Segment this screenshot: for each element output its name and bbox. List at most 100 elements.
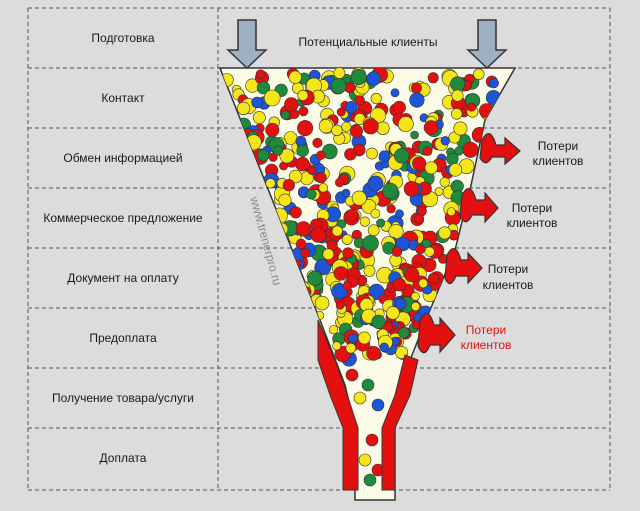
funnel-ball: [336, 107, 346, 117]
loss-arrow-icon: [417, 313, 456, 354]
funnel-ball: [409, 92, 425, 108]
funnel-ball: [397, 116, 414, 132]
funnel-ball: [318, 118, 334, 134]
funnel-ball: [440, 136, 450, 146]
funnel-ball: [342, 247, 354, 259]
funnel-ball: [427, 72, 439, 84]
funnel-ball: [278, 193, 292, 207]
stage-label: Подготовка: [91, 31, 154, 45]
funnel-ball: [335, 300, 345, 310]
funnel-ball: [379, 342, 389, 352]
potential-clients-label: Потенциальные клиенты: [299, 35, 438, 49]
funnel-ball: [448, 163, 463, 177]
funnel-ball: [357, 331, 371, 345]
stage-label: Контакт: [101, 91, 145, 105]
funnel-ball: [333, 68, 346, 79]
funnel-ball: [446, 152, 459, 166]
funnel-ball: [318, 183, 328, 193]
funnel-ball: [345, 368, 359, 382]
loss-labels: Потери клиентов Потери клиентов Потери к…: [461, 139, 584, 352]
funnel-ball: [298, 106, 309, 117]
funnel-ball: [341, 121, 352, 132]
loss-label: Потери: [512, 201, 552, 215]
funnel-ball: [322, 248, 335, 260]
funnel-ball: [378, 150, 391, 162]
stage-label: Обмен информацией: [63, 151, 182, 165]
loss-label: Потери: [466, 323, 506, 337]
stage-label: Доплата: [100, 451, 147, 465]
funnel-ball: [434, 187, 444, 196]
funnel-ball: [295, 221, 312, 237]
funnel-ball: [279, 148, 295, 164]
funnel-ball: [363, 473, 377, 487]
funnel-ball: [310, 226, 327, 243]
funnel-ball: [450, 76, 466, 92]
funnel-ball: [307, 270, 323, 286]
funnel-ball: [330, 78, 347, 94]
funnel-ball: [398, 327, 410, 339]
loss-arrow-icon: [444, 248, 483, 285]
funnel-ball: [289, 206, 302, 219]
funnel-ball: [351, 190, 367, 206]
funnel-ball: [424, 161, 438, 175]
funnel-ball: [280, 247, 296, 262]
funnel-ball: [328, 325, 339, 335]
funnel-ball: [271, 207, 288, 224]
funnel-ball: [412, 156, 427, 171]
funnel-ball: [411, 301, 421, 312]
funnel-ball: [306, 189, 317, 200]
funnel-ball: [392, 277, 406, 292]
funnel-ball: [473, 68, 485, 80]
funnel-ball: [295, 238, 307, 250]
funnel-ball: [438, 226, 452, 240]
loss-label: Потери: [538, 139, 578, 153]
funnel-ball: [252, 111, 266, 124]
funnel-ball: [392, 100, 406, 115]
funnel-ball: [274, 222, 289, 237]
funnel-ball: [332, 341, 342, 351]
funnel: [218, 67, 517, 501]
funnel-ball: [342, 281, 353, 291]
funnel-ball: [354, 95, 365, 106]
loss-arrow-icon: [459, 188, 499, 224]
funnel-ball: [366, 346, 381, 361]
funnel-ball: [333, 266, 349, 281]
funnel-ball: [314, 295, 330, 311]
funnel-ball: [411, 82, 422, 94]
funnel-ball: [370, 92, 382, 105]
funnel-ball: [427, 272, 440, 285]
funnel-ball: [347, 333, 358, 344]
funnel-ball: [236, 101, 251, 115]
funnel-ball: [410, 130, 419, 140]
funnel-ball: [488, 78, 499, 89]
funnel-ball: [345, 209, 359, 222]
funnel-ball: [365, 147, 378, 160]
funnel-ball: [365, 433, 379, 447]
funnel-ball: [341, 188, 351, 198]
stage-labels: Подготовка Контакт Обмен информацией Ком…: [43, 31, 203, 465]
funnel-ball: [295, 135, 307, 147]
funnel-ball: [367, 224, 380, 237]
funnel-ball: [462, 141, 479, 158]
loss-label: клиентов: [461, 338, 512, 352]
funnel-ball: [265, 122, 280, 137]
funnel-ball: [415, 244, 426, 255]
funnel-ball: [288, 169, 303, 184]
funnel-ball: [315, 172, 327, 184]
funnel-ball: [404, 266, 420, 283]
funnel-ball: [288, 70, 302, 84]
funnel-ball: [453, 121, 468, 136]
funnel-ball: [331, 225, 343, 237]
funnel-ball: [312, 137, 323, 148]
funnel-ball: [386, 204, 396, 214]
funnel-ball: [424, 246, 435, 257]
funnel-ball: [345, 100, 358, 114]
funnel-ball: [386, 306, 400, 320]
funnel-ball: [307, 165, 317, 175]
funnel-ball: [335, 177, 345, 188]
funnel-ball: [300, 248, 311, 258]
funnel-ball: [257, 149, 270, 162]
funnel-ball: [256, 81, 271, 95]
loss-label: клиентов: [533, 154, 584, 168]
